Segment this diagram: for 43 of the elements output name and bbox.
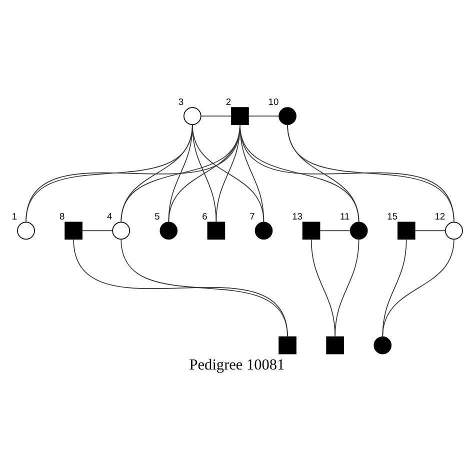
connector (382, 238, 454, 337)
connector (120, 238, 288, 337)
node-box (397, 221, 416, 240)
node-circle (254, 221, 273, 240)
connector (82, 230, 114, 231)
node-label: 5 (154, 211, 160, 221)
node-circle (374, 336, 392, 354)
node-label: 10 (268, 96, 279, 106)
node-circle (160, 221, 178, 240)
connector (200, 115, 232, 116)
node-circle (184, 106, 202, 124)
node-label: 8 (59, 211, 65, 221)
connector (248, 115, 280, 116)
node-box (64, 221, 82, 240)
node-box (231, 106, 249, 124)
connector (287, 124, 454, 222)
connector (192, 124, 264, 222)
node-box (207, 221, 226, 240)
node-label: 15 (387, 211, 398, 221)
node-circle (278, 106, 296, 124)
caption: Pedigree 10081 (189, 356, 285, 373)
connector (382, 238, 407, 337)
connector (334, 238, 360, 337)
node-label: 1 (12, 211, 18, 221)
connector (414, 230, 446, 231)
node-box (326, 336, 344, 354)
node-label: 2 (226, 96, 232, 106)
node-label: 13 (292, 211, 302, 221)
node-label: 7 (250, 211, 255, 221)
node-label: 11 (340, 211, 350, 221)
node-label: 6 (202, 211, 208, 221)
node-label: 12 (434, 211, 446, 221)
connector (319, 230, 351, 231)
node-circle (445, 221, 463, 240)
node-box (302, 221, 320, 240)
node-label: 3 (178, 96, 184, 106)
connector (73, 238, 288, 337)
node-circle (112, 221, 130, 240)
connector (240, 124, 454, 222)
node-circle (17, 221, 35, 240)
node-circle (350, 221, 368, 240)
node-box (278, 336, 296, 354)
node-label: 4 (107, 211, 112, 221)
